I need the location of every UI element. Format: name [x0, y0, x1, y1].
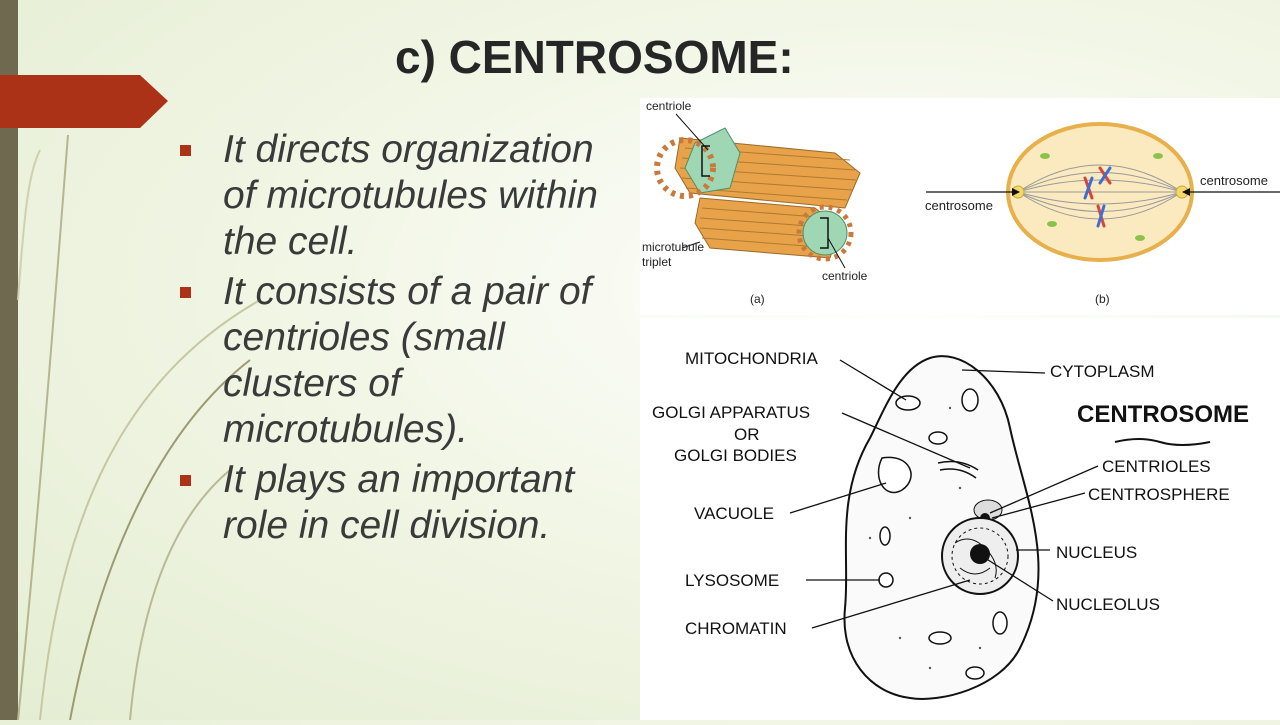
bullet-text: It plays an important role in cell divis…: [223, 458, 575, 547]
label-centrioles: CENTRIOLES: [1102, 457, 1211, 476]
label-nucleolus: NUCLEOLUS: [1056, 595, 1160, 614]
label-centrosome-right: centrosome: [1200, 173, 1268, 188]
label-golgi-line3: GOLGI BODIES: [674, 446, 797, 465]
bullet-list: It directs organization of microtubules …: [178, 127, 628, 553]
label-centrosome-left: centrosome: [925, 198, 993, 213]
centriole-spindle-figure: centriole microtubule triplet centriole …: [640, 98, 1280, 315]
label-golgi-line1: GOLGI APPARATUS: [652, 403, 810, 422]
bullet-item: It consists of a pair of centrioles (sma…: [178, 269, 628, 453]
centriole-diagram: [654, 113, 861, 269]
label-microtubule-line1: microtubule: [642, 240, 704, 254]
label-microtubule-line2: triplet: [642, 255, 672, 269]
decorative-curves: [17, 134, 261, 720]
caption-b: (b): [1095, 292, 1110, 306]
bullet-item: It directs organization of microtubules …: [178, 127, 628, 265]
animal-cell-diagram: MITOCHONDRIA GOLGI APPARATUS OR GOLGI BO…: [640, 318, 1280, 720]
slide-title: c) CENTROSOME:: [395, 31, 794, 83]
bullet-item: It plays an important role in cell divis…: [178, 457, 628, 549]
leader-lines: [789, 359, 1099, 629]
bullet-marker: [180, 475, 191, 486]
label-mitochondria: MITOCHONDRIA: [685, 349, 819, 368]
left-accent-bar: [0, 0, 18, 720]
label-centriole-top: centriole: [646, 99, 692, 113]
bullet-marker: [180, 145, 191, 156]
label-centriole-bottom: centriole: [822, 269, 868, 283]
bullet-text: It consists of a pair of centrioles (sma…: [223, 270, 592, 451]
cell-drawing: [843, 355, 1040, 700]
bullet-text: It directs organization of microtubules …: [223, 128, 598, 263]
bullet-marker: [180, 287, 191, 298]
label-golgi-line2: OR: [734, 425, 760, 444]
cell-diagram-heading: CENTROSOME: [1077, 401, 1249, 428]
label-nucleus: NUCLEUS: [1056, 543, 1137, 562]
label-centrosphere: CENTROSPHERE: [1088, 485, 1230, 504]
label-chromatin: CHROMATIN: [685, 619, 787, 638]
caption-a: (a): [750, 292, 765, 306]
heading-underline: [1114, 438, 1211, 446]
title-accent-tab: [0, 75, 168, 128]
label-lysosome: LYSOSOME: [685, 571, 779, 590]
label-vacuole: VACUOLE: [694, 504, 774, 523]
spindle-diagram: [926, 122, 1280, 262]
label-cytoplasm: CYTOPLASM: [1050, 362, 1155, 381]
